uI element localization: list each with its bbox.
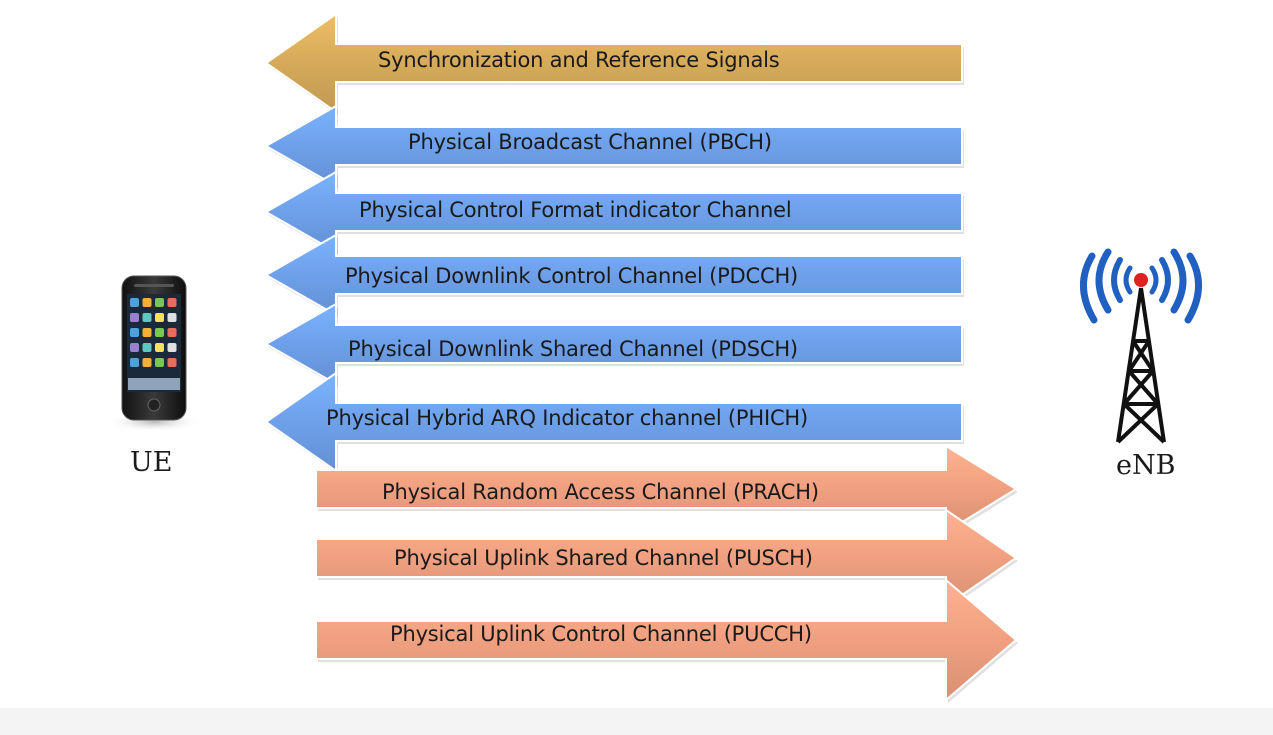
channel-label: Physical Broadcast Channel (PBCH) xyxy=(408,130,772,154)
app-icon xyxy=(167,328,177,337)
channel-arrow-pucch: Physical Uplink Control Channel (PUCCH) xyxy=(315,577,1018,703)
app-icon xyxy=(155,298,164,307)
channel-label: Physical Hybrid ARQ Indicator channel (P… xyxy=(326,406,809,430)
app-icon xyxy=(142,298,152,307)
arrow-body xyxy=(315,508,1018,608)
phone-icon xyxy=(106,275,202,432)
app-icon xyxy=(155,343,164,352)
app-icon xyxy=(167,313,177,322)
channel-label: Physical Downlink Shared Channel (PDSCH) xyxy=(348,337,798,361)
arrow-shape xyxy=(315,508,1018,609)
channel-arrow-pusch: Physical Uplink Shared Channel (PUSCH) xyxy=(315,508,1018,609)
arrow-shape xyxy=(315,444,1018,535)
app-icon xyxy=(167,298,177,307)
app-icon xyxy=(155,328,164,337)
arrow-body xyxy=(264,371,963,473)
channel-arrow-sync: Synchronization and Reference Signals xyxy=(264,12,966,115)
app-icon xyxy=(155,313,164,322)
app-icon xyxy=(130,343,139,352)
phone-dock xyxy=(128,378,180,390)
channel-label: Physical Downlink Control Channel (PDCCH… xyxy=(345,264,799,288)
arrow-shape xyxy=(264,371,964,474)
app-icon xyxy=(142,358,152,367)
channel-label: Physical Uplink Control Channel (PUCCH) xyxy=(390,622,812,646)
app-icon xyxy=(167,358,177,367)
ue-label: UE xyxy=(130,447,173,478)
bottom-strip xyxy=(0,708,1273,735)
channel-label: Synchronization and Reference Signals xyxy=(378,48,780,72)
app-icon xyxy=(155,358,164,367)
app-icon xyxy=(142,313,152,322)
channel-arrow-pdcch: Physical Downlink Control Channel (PDCCH… xyxy=(263,233,966,318)
cell-tower-icon xyxy=(1080,248,1202,444)
enb-tower xyxy=(1070,246,1215,451)
channel-arrow-pdsch: Physical Downlink Shared Channel (PDSCH) xyxy=(263,302,966,387)
app-icon xyxy=(142,328,152,337)
app-icon xyxy=(167,343,177,352)
app-icon xyxy=(142,343,152,352)
channel-label: Physical Uplink Shared Channel (PUSCH) xyxy=(394,546,813,570)
arrow-body xyxy=(315,444,1018,534)
channel-label: Physical Control Format indicator Channe… xyxy=(359,198,792,222)
app-icon xyxy=(130,358,139,367)
enb-label: eNB xyxy=(1116,450,1176,481)
channel-arrow-prach: Physical Random Access Channel (PRACH) xyxy=(315,444,1018,535)
app-icon xyxy=(130,298,139,307)
ue-device xyxy=(104,270,204,440)
app-icon xyxy=(130,328,139,337)
app-icon xyxy=(130,313,139,322)
arrow-body xyxy=(315,577,1018,703)
channel-arrow-phich: Physical Hybrid ARQ Indicator channel (P… xyxy=(264,371,966,474)
arrow-shape xyxy=(315,577,1018,703)
channel-label: Physical Random Access Channel (PRACH) xyxy=(382,480,819,504)
channel-arrow-pcfich: Physical Control Format indicator Channe… xyxy=(263,170,966,255)
